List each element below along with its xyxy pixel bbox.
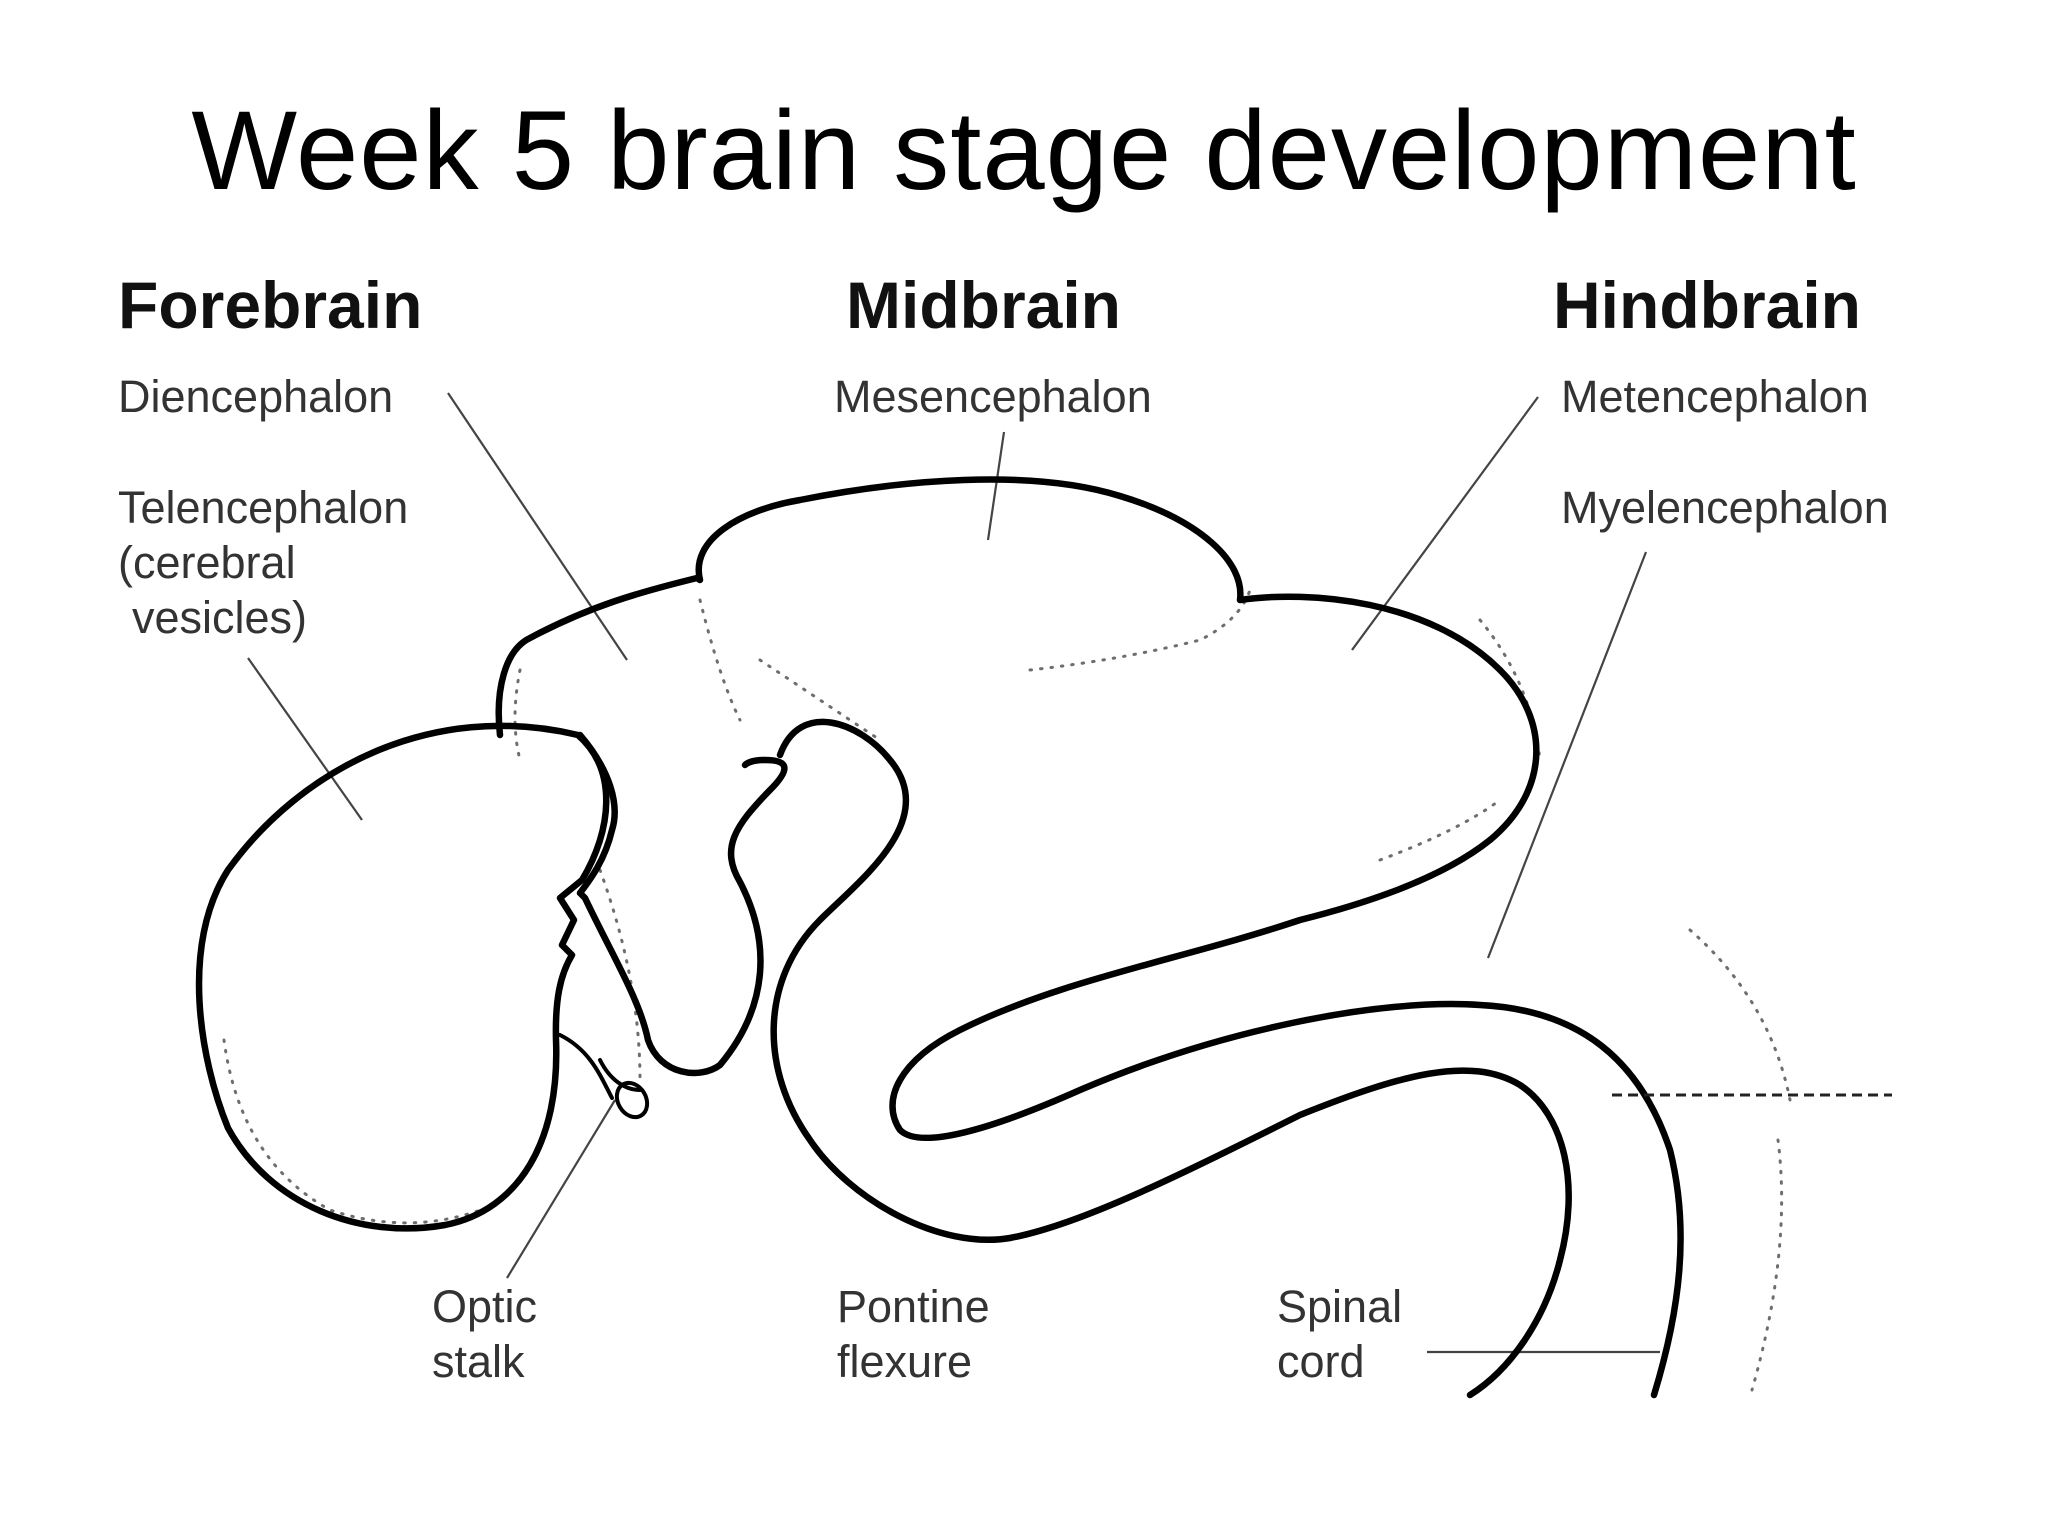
label-spinal-cord-2: cord [1277, 1336, 1365, 1387]
label-optic-stalk-2: stalk [432, 1336, 525, 1387]
optic-stalk-end [614, 1080, 650, 1120]
label-myelencephalon: Myelencephalon [1561, 482, 1889, 533]
inner-contour [576, 718, 1572, 1399]
brain-outline [195, 476, 1684, 1399]
leader-mesencephalon [986, 431, 1006, 541]
leader-lines [247, 392, 1660, 1354]
page-title: Week 5 brain stage development [191, 88, 1857, 213]
outer-contour [495, 476, 1684, 1399]
label-diencephalon: Diencephalon [118, 371, 393, 422]
label-optic-stalk: Optic [432, 1281, 537, 1332]
optic-stalk-outline [558, 1033, 642, 1100]
label-telencephalon: Telencephalon [118, 482, 408, 533]
leader-optic-stalk [506, 1099, 616, 1279]
leader-myelencephalon [1486, 551, 1648, 959]
leader-telencephalon [247, 657, 363, 821]
leader-metencephalon [1351, 396, 1539, 651]
label-spinal-cord: Spinal [1277, 1281, 1402, 1332]
label-metencephalon: Metencephalon [1561, 371, 1869, 422]
label-telencephalon-2: (cerebral [118, 537, 296, 588]
label-pontine-flexure-2: flexure [837, 1336, 972, 1387]
label-pontine-flexure: Pontine [837, 1281, 990, 1332]
label-telencephalon-3: vesicles) [132, 592, 307, 643]
label-mesencephalon: Mesencephalon [834, 371, 1152, 422]
leader-diencephalon [447, 392, 628, 661]
hindbrain-heading: Hindbrain [1553, 268, 1861, 342]
forebrain-heading: Forebrain [118, 268, 422, 342]
telencephalon-outline [195, 722, 610, 1232]
midbrain-heading: Midbrain [846, 268, 1121, 342]
